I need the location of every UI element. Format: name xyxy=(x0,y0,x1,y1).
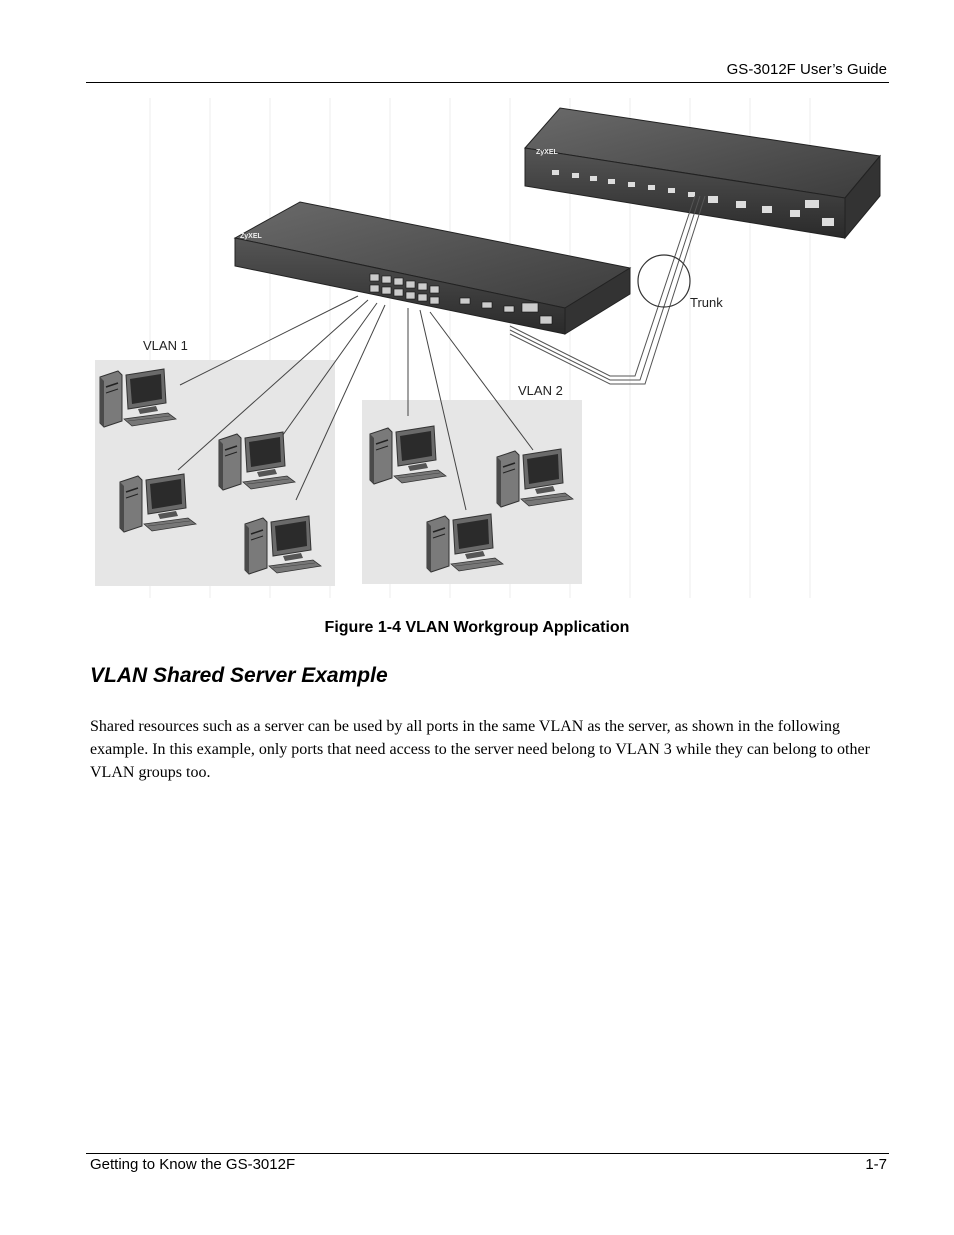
vlan2-computer-1 xyxy=(369,425,447,485)
footer-rule xyxy=(86,1153,889,1154)
rear-switch: ZyXEL xyxy=(524,107,881,240)
vlan-diagram: ZyXEL ZyXEL xyxy=(95,98,881,598)
body-paragraph: Shared resources such as a server can be… xyxy=(90,718,870,781)
vlan1-computer-3 xyxy=(218,431,296,491)
vlan2-label: VLAN 2 xyxy=(518,383,563,398)
footer-chapter-title: Getting to Know the GS-3012F xyxy=(90,1156,296,1173)
footer-page-number: 1-7 xyxy=(865,1156,887,1173)
vlan1-computer-1 xyxy=(99,368,177,428)
trunk-cables xyxy=(509,195,706,385)
figure-caption: Figure 1-4 VLAN Workgroup Application xyxy=(324,619,630,636)
vlan1-label: VLAN 1 xyxy=(143,338,188,353)
front-switch: ZyXEL xyxy=(233,201,632,335)
rear-switch-brand: ZyXEL xyxy=(536,149,559,156)
pc-cables xyxy=(177,295,534,511)
trunk-circle xyxy=(637,254,691,308)
trunk-label: Trunk xyxy=(690,295,723,310)
vlan1-computer-2 xyxy=(119,473,197,533)
header-rule xyxy=(86,82,889,83)
section-heading: VLAN Shared Server Example xyxy=(90,664,388,687)
page-header-title: GS-3012F User’s Guide xyxy=(726,61,887,78)
vlan-workgroup-figure: ZyXEL ZyXEL xyxy=(90,98,890,598)
vlan2-computer-2 xyxy=(496,448,574,508)
vlan1-computer-4 xyxy=(244,515,322,575)
front-switch-brand: ZyXEL xyxy=(240,233,263,240)
vlan2-computer-3 xyxy=(426,513,504,573)
